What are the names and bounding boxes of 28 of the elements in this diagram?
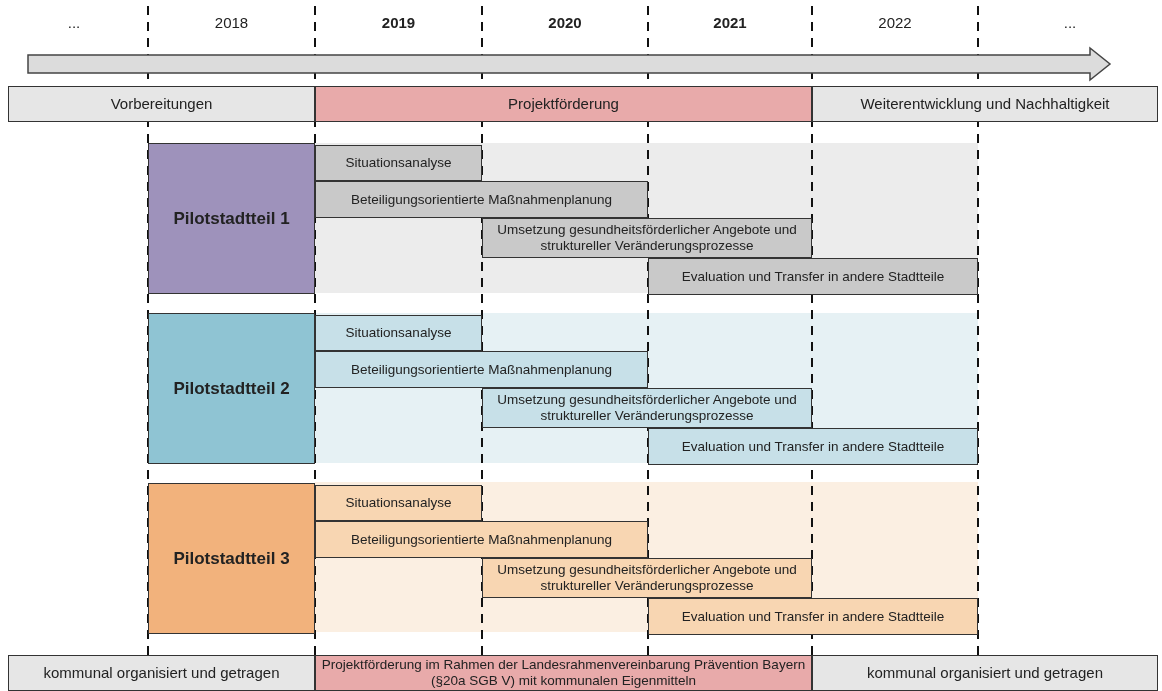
task-bar: Umsetzung gesundheitsförderlicher Angebote und struktureller Veränderungsprozesse: [482, 218, 812, 258]
task-bar: Umsetzung gesundheitsförderlicher Angebote und struktureller Veränderungsprozesse: [482, 388, 812, 428]
phase-bar: Projektförderung: [315, 86, 812, 122]
pilot-district-box: Pilotstadtteil 2: [148, 313, 315, 464]
phase-bar: kommunal organisiert und getragen: [8, 655, 315, 691]
pilot-district-box: Pilotstadtteil 3: [148, 483, 315, 634]
task-bar: Evaluation und Transfer in andere Stadtteile: [648, 598, 978, 635]
task-bar: Beteiligungsorientierte Maßnahmenplanung: [315, 521, 648, 558]
task-bar: Beteiligungsorientierte Maßnahmenplanung: [315, 181, 648, 218]
task-bar: Evaluation und Transfer in andere Stadtteile: [648, 258, 978, 295]
year-label: ...: [67, 14, 81, 31]
task-bar: Situationsanalyse: [315, 315, 482, 351]
year-label: 2021: [713, 14, 747, 31]
task-bar: Beteiligungsorientierte Maßnahmenplanung: [315, 351, 648, 388]
year-label: 2022: [878, 14, 912, 31]
task-bar: Situationsanalyse: [315, 485, 482, 521]
year-label: ...: [1063, 14, 1077, 31]
task-bar: Evaluation und Transfer in andere Stadtteile: [648, 428, 978, 465]
year-label: 2018: [214, 14, 249, 31]
task-bar: Umsetzung gesundheitsförderlicher Angebote und struktureller Veränderungsprozesse: [482, 558, 812, 598]
year-label: 2020: [548, 14, 582, 31]
phase-bar: Vorbereitungen: [8, 86, 315, 122]
task-bar: Situationsanalyse: [315, 145, 482, 181]
phase-bar: Weiterentwicklung und Nachhaltigkeit: [812, 86, 1158, 122]
phase-bar: Projektförderung im Rahmen der Landesrahmenvereinbarung Prävention Bayern (§20a SGB V) mit kommunalen Eigenmitteln: [315, 655, 812, 691]
phase-bar: kommunal organisiert und getragen: [812, 655, 1158, 691]
pilot-district-box: Pilotstadtteil 1: [148, 143, 315, 294]
year-label: 2019: [381, 14, 416, 31]
